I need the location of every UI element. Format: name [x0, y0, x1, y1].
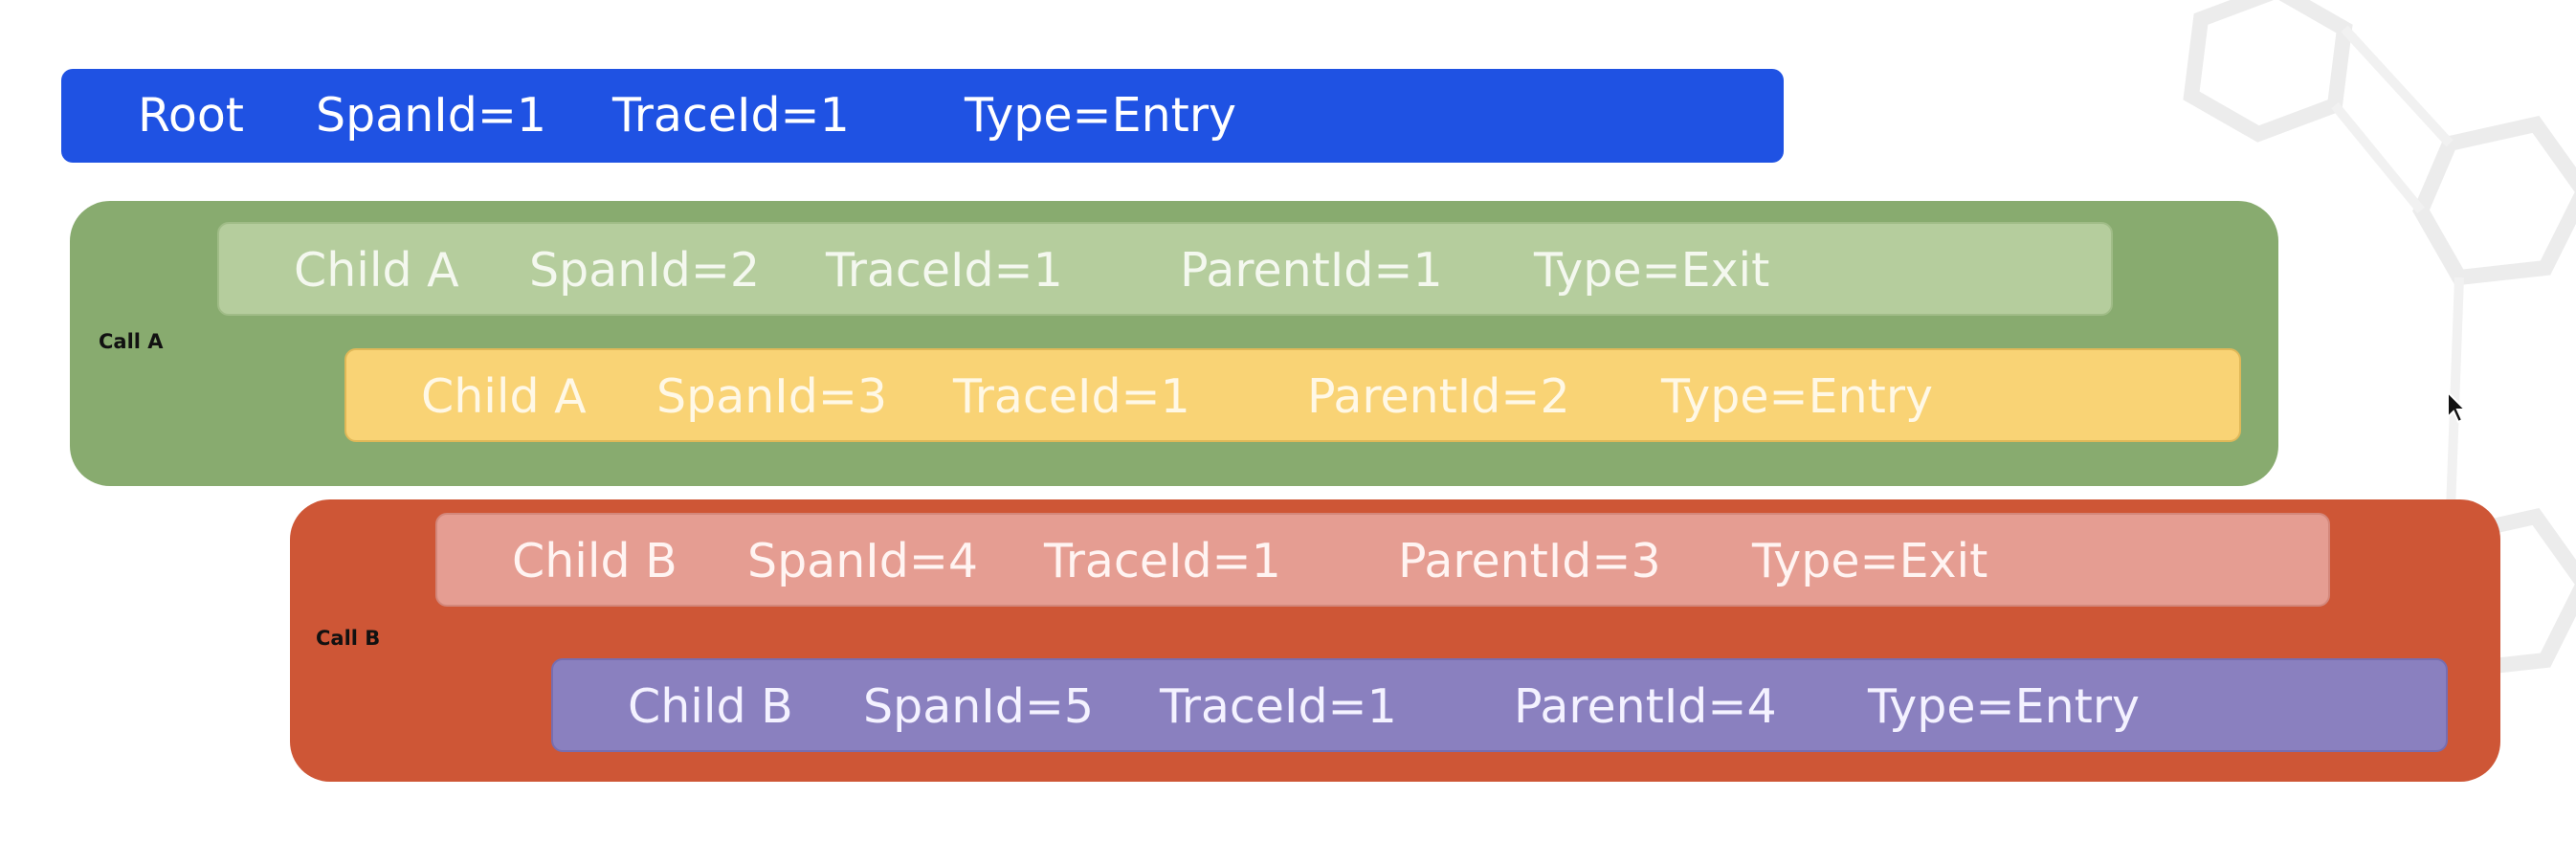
call-b-label: Call B — [316, 627, 381, 650]
span-type: Type=Entry — [1868, 679, 2140, 734]
span-name: Child B — [628, 679, 793, 734]
span-bar-root: Root SpanId=1 TraceId=1 Type=Entry — [61, 69, 1784, 163]
parent-id: ParentId=2 — [1307, 369, 1570, 424]
span-id: SpanId=4 — [747, 534, 979, 588]
span-name: Child B — [512, 534, 677, 588]
parent-id: ParentId=3 — [1398, 534, 1661, 588]
span-name: Child A — [294, 243, 459, 298]
span-bar-child-b-exit: Child B SpanId=4 TraceId=1 ParentId=3 Ty… — [435, 513, 2330, 607]
span-type: Type=Entry — [965, 88, 1236, 143]
span-bar-child-a-entry: Child A SpanId=3 TraceId=1 ParentId=2 Ty… — [344, 348, 2241, 442]
span-id: SpanId=2 — [529, 243, 761, 298]
span-id: SpanId=1 — [316, 88, 547, 143]
trace-id: TraceId=1 — [1160, 679, 1397, 734]
call-a-label: Call A — [99, 330, 164, 353]
span-type: Type=Exit — [1534, 243, 1770, 298]
span-name: Root — [138, 88, 245, 143]
span-id: SpanId=3 — [656, 369, 888, 424]
span-type: Type=Entry — [1661, 369, 1933, 424]
parent-id: ParentId=4 — [1514, 679, 1777, 734]
span-id: SpanId=5 — [863, 679, 1095, 734]
span-name: Child A — [421, 369, 587, 424]
trace-id: TraceId=1 — [826, 243, 1063, 298]
trace-id: TraceId=1 — [953, 369, 1190, 424]
span-type: Type=Exit — [1752, 534, 1988, 588]
mouse-cursor-icon — [2447, 390, 2468, 424]
span-bar-child-b-entry: Child B SpanId=5 TraceId=1 ParentId=4 Ty… — [551, 658, 2448, 752]
span-bar-child-a-exit: Child A SpanId=2 TraceId=1 ParentId=1 Ty… — [217, 222, 2113, 316]
trace-id: TraceId=1 — [1044, 534, 1281, 588]
parent-id: ParentId=1 — [1180, 243, 1443, 298]
trace-id: TraceId=1 — [612, 88, 850, 143]
